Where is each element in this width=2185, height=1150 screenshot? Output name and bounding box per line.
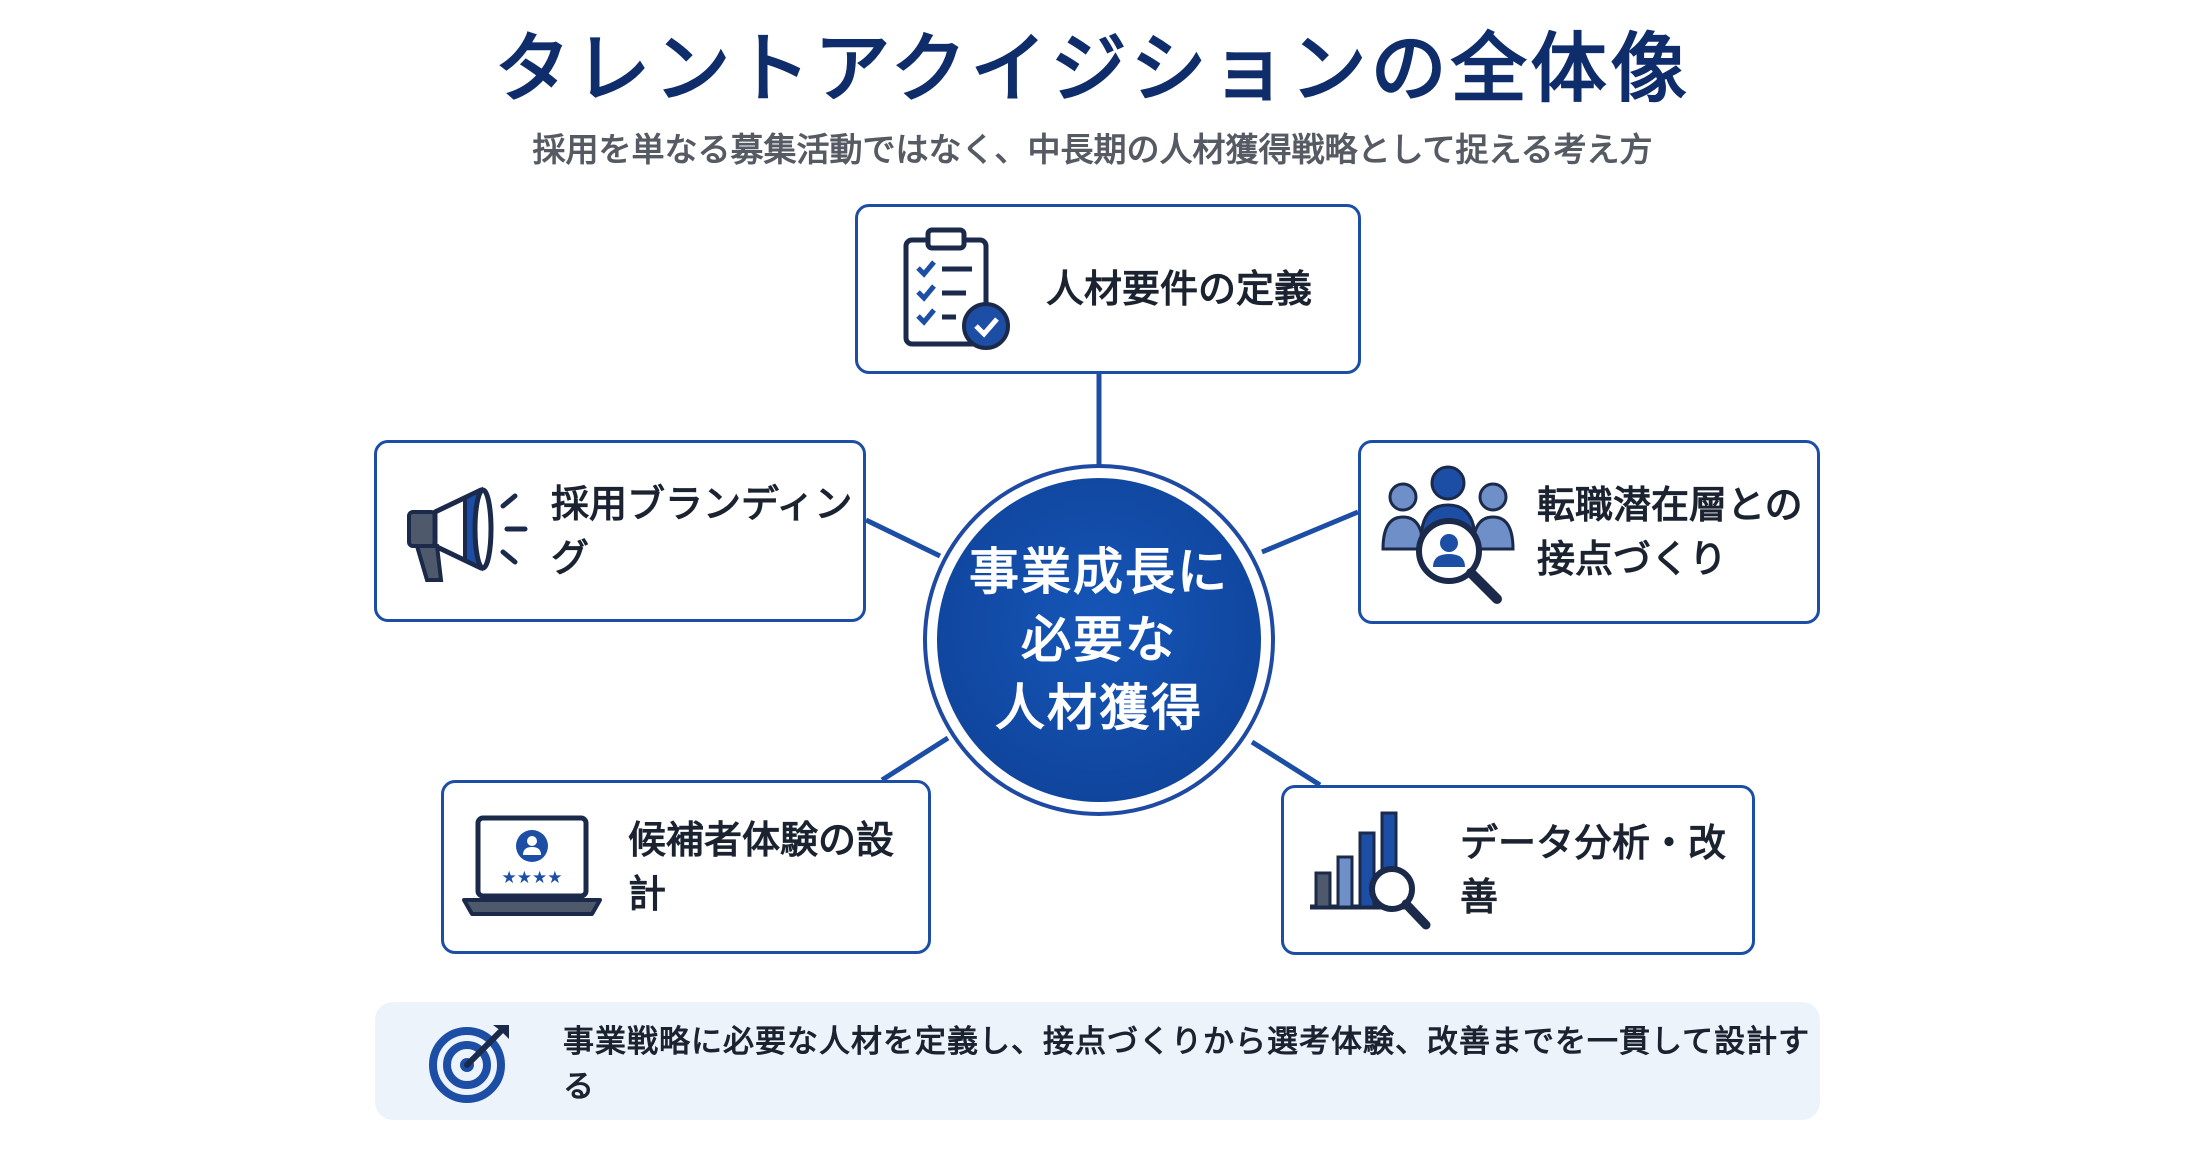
page-title: タレントアクイジションの全体像 bbox=[494, 24, 1691, 113]
node-label: 候補者体験の設計 bbox=[628, 818, 895, 916]
hub-line-2: 必要な bbox=[1021, 611, 1177, 669]
central-hub-fill: 事業成長に 必要な 人材獲得 bbox=[937, 478, 1261, 802]
hub-line-3: 人材獲得 bbox=[995, 679, 1203, 737]
laptop-rating-icon: ★★★★ bbox=[462, 812, 602, 922]
page-subtitle: 採用を単なる募集活動ではなく、中長期の人材獲得戦略として捉える考え方 bbox=[532, 130, 1653, 169]
connector-left bbox=[864, 517, 942, 559]
central-hub-text: 事業成長に 必要な 人材獲得 bbox=[969, 538, 1229, 742]
clipboard-check-icon bbox=[900, 226, 1012, 352]
node-data-analysis-improvement: データ分析・改善 bbox=[1281, 785, 1755, 955]
connector-bottom-right bbox=[1250, 739, 1322, 788]
central-hub: 事業成長に 必要な 人材獲得 bbox=[923, 464, 1275, 816]
megaphone-icon bbox=[403, 476, 535, 586]
connector-bottom-left bbox=[880, 735, 950, 783]
node-label: 転職潜在層との 接点づくり bbox=[1537, 478, 1803, 586]
node-label: データ分析・改善 bbox=[1460, 821, 1727, 919]
summary-banner: 事業戦略に必要な人材を定義し、接点づくりから選考体験、改善までを一貫して設計する bbox=[375, 1002, 1820, 1120]
bar-chart-search-icon bbox=[1308, 807, 1432, 933]
node-recruitment-branding: 採用ブランディング bbox=[374, 440, 866, 622]
svg-text:★★★★: ★★★★ bbox=[502, 868, 563, 888]
node-label-line-1: 転職潜在層との bbox=[1537, 483, 1803, 527]
summary-text: 事業戦略に必要な人材を定義し、接点づくりから選考体験、改善までを一貫して設計する bbox=[563, 1024, 1811, 1105]
node-label-line-2: 接点づくり bbox=[1537, 537, 1728, 581]
node-passive-candidate-touchpoints: 転職潜在層との 接点づくり bbox=[1358, 440, 1820, 624]
node-candidate-experience: ★★★★ 候補者体験の設計 bbox=[441, 780, 931, 954]
node-label: 採用ブランディング bbox=[551, 482, 853, 580]
target-icon bbox=[427, 1017, 515, 1105]
node-talent-requirements: 人材要件の定義 bbox=[855, 204, 1361, 374]
hub-line-1: 事業成長に bbox=[969, 543, 1229, 601]
connector-right bbox=[1261, 509, 1359, 555]
node-label: 人材要件の定義 bbox=[1046, 267, 1313, 311]
people-search-icon bbox=[1381, 457, 1515, 607]
